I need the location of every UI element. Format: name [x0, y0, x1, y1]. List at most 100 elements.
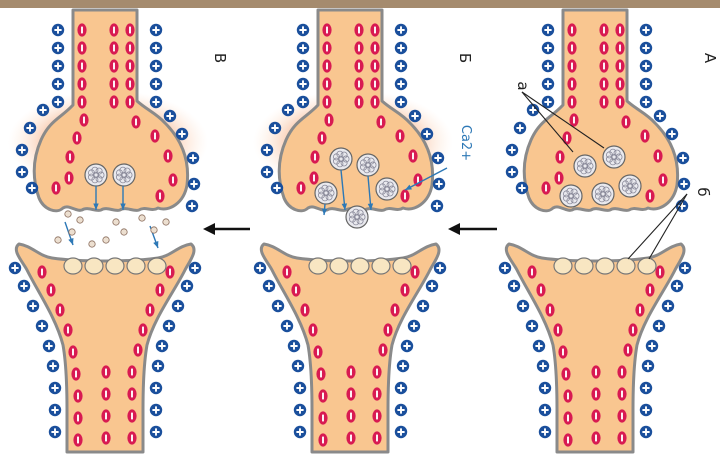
plus-ion-icon	[16, 166, 28, 178]
plus-ion-icon	[150, 382, 162, 394]
plus-ion-icon	[433, 178, 445, 190]
minus-ion-icon	[567, 77, 576, 90]
plus-ion-icon	[163, 320, 175, 332]
minus-ion-icon	[376, 115, 385, 128]
plus-ion-icon	[506, 144, 518, 156]
minus-ion-icon	[567, 59, 576, 72]
minus-ion-icon	[163, 149, 172, 162]
minus-ion-icon	[296, 181, 305, 194]
receptor-icon	[148, 258, 166, 274]
plus-ion-icon	[297, 78, 309, 90]
minus-ion-icon	[591, 387, 600, 400]
synaptic-vesicle-icon	[330, 148, 352, 170]
plus-ion-icon	[27, 300, 39, 312]
minus-ion-icon	[563, 389, 572, 402]
minus-ion-icon	[133, 343, 142, 356]
minus-ion-icon	[378, 343, 387, 356]
minus-ion-icon	[372, 431, 381, 444]
synaptic-vesicle-icon	[376, 178, 398, 200]
plus-ion-icon	[679, 262, 691, 274]
receptor-icon	[638, 258, 656, 274]
plus-ion-icon	[52, 42, 64, 54]
minus-ion-icon	[370, 23, 379, 36]
minus-ion-icon	[322, 95, 331, 108]
transmitter-molecule-icon	[65, 211, 71, 217]
minus-ion-icon	[562, 131, 571, 144]
plus-ion-icon	[188, 178, 200, 190]
minus-ion-icon	[655, 265, 664, 278]
plus-ion-icon	[37, 104, 49, 116]
plus-ion-icon	[542, 60, 554, 72]
minus-ion-icon	[563, 411, 572, 424]
plus-ion-icon	[537, 360, 549, 372]
plus-ion-icon	[417, 300, 429, 312]
minus-ion-icon	[617, 365, 626, 378]
minus-ion-icon	[168, 173, 177, 186]
plus-ion-icon	[408, 320, 420, 332]
synaptic-vesicle-icon	[560, 185, 582, 207]
minus-ion-icon	[77, 95, 86, 108]
minus-ion-icon	[324, 113, 333, 126]
minus-ion-icon	[623, 343, 632, 356]
plus-ion-icon	[181, 280, 193, 292]
plus-ion-icon	[49, 404, 61, 416]
plus-ion-icon	[294, 404, 306, 416]
minus-ion-icon	[300, 303, 309, 316]
minus-ion-icon	[77, 23, 86, 36]
receptor-icon	[106, 258, 124, 274]
minus-ion-icon	[567, 41, 576, 54]
transmitter-molecule-icon	[163, 219, 169, 225]
plus-ion-icon	[187, 152, 199, 164]
panel-B: Б	[253, 10, 474, 452]
minus-ion-icon	[621, 115, 630, 128]
plus-ion-icon	[426, 280, 438, 292]
minus-ion-icon	[346, 431, 355, 444]
transmitter-molecule-icon	[77, 217, 83, 223]
minus-ion-icon	[617, 409, 626, 422]
plus-ion-icon	[640, 426, 652, 438]
plus-ion-icon	[150, 96, 162, 108]
minus-ion-icon	[65, 150, 74, 163]
plus-ion-icon	[150, 426, 162, 438]
minus-ion-icon	[536, 283, 545, 296]
minus-ion-icon	[615, 41, 624, 54]
plus-ion-icon	[499, 262, 511, 274]
plus-ion-icon	[281, 320, 293, 332]
minus-ion-icon	[316, 367, 325, 380]
plus-ion-icon	[288, 340, 300, 352]
panel-label: Б	[456, 53, 474, 63]
synaptic-vesicle-icon	[346, 206, 368, 228]
minus-ion-icon	[599, 41, 608, 54]
plus-ion-icon	[640, 42, 652, 54]
minus-ion-icon	[599, 95, 608, 108]
minus-ion-icon	[346, 409, 355, 422]
minus-ion-icon	[309, 171, 318, 184]
minus-ion-icon	[408, 149, 417, 162]
plus-ion-icon	[640, 24, 652, 36]
plus-ion-icon	[156, 340, 168, 352]
plus-ion-icon	[271, 182, 283, 194]
plus-ion-icon	[282, 104, 294, 116]
minus-ion-icon	[101, 431, 110, 444]
plus-ion-icon	[431, 200, 443, 212]
plus-ion-icon	[409, 110, 421, 122]
plus-ion-icon	[297, 96, 309, 108]
plus-ion-icon	[297, 42, 309, 54]
plus-ion-icon	[640, 60, 652, 72]
minus-ion-icon	[372, 365, 381, 378]
minus-ion-icon	[370, 95, 379, 108]
minus-ion-icon	[370, 59, 379, 72]
plus-ion-icon	[269, 122, 281, 134]
minus-ion-icon	[615, 23, 624, 36]
plus-ion-icon	[52, 60, 64, 72]
minus-ion-icon	[553, 323, 562, 336]
minus-ion-icon	[372, 409, 381, 422]
panel-V: В	[8, 10, 229, 452]
panel-A: А	[499, 10, 719, 452]
vesicle-label: а	[514, 81, 532, 90]
plus-ion-icon	[150, 24, 162, 36]
plus-ion-icon	[294, 382, 306, 394]
plus-ion-icon	[186, 200, 198, 212]
plus-ion-icon	[18, 280, 30, 292]
synaptic-vesicle-icon	[592, 183, 614, 205]
